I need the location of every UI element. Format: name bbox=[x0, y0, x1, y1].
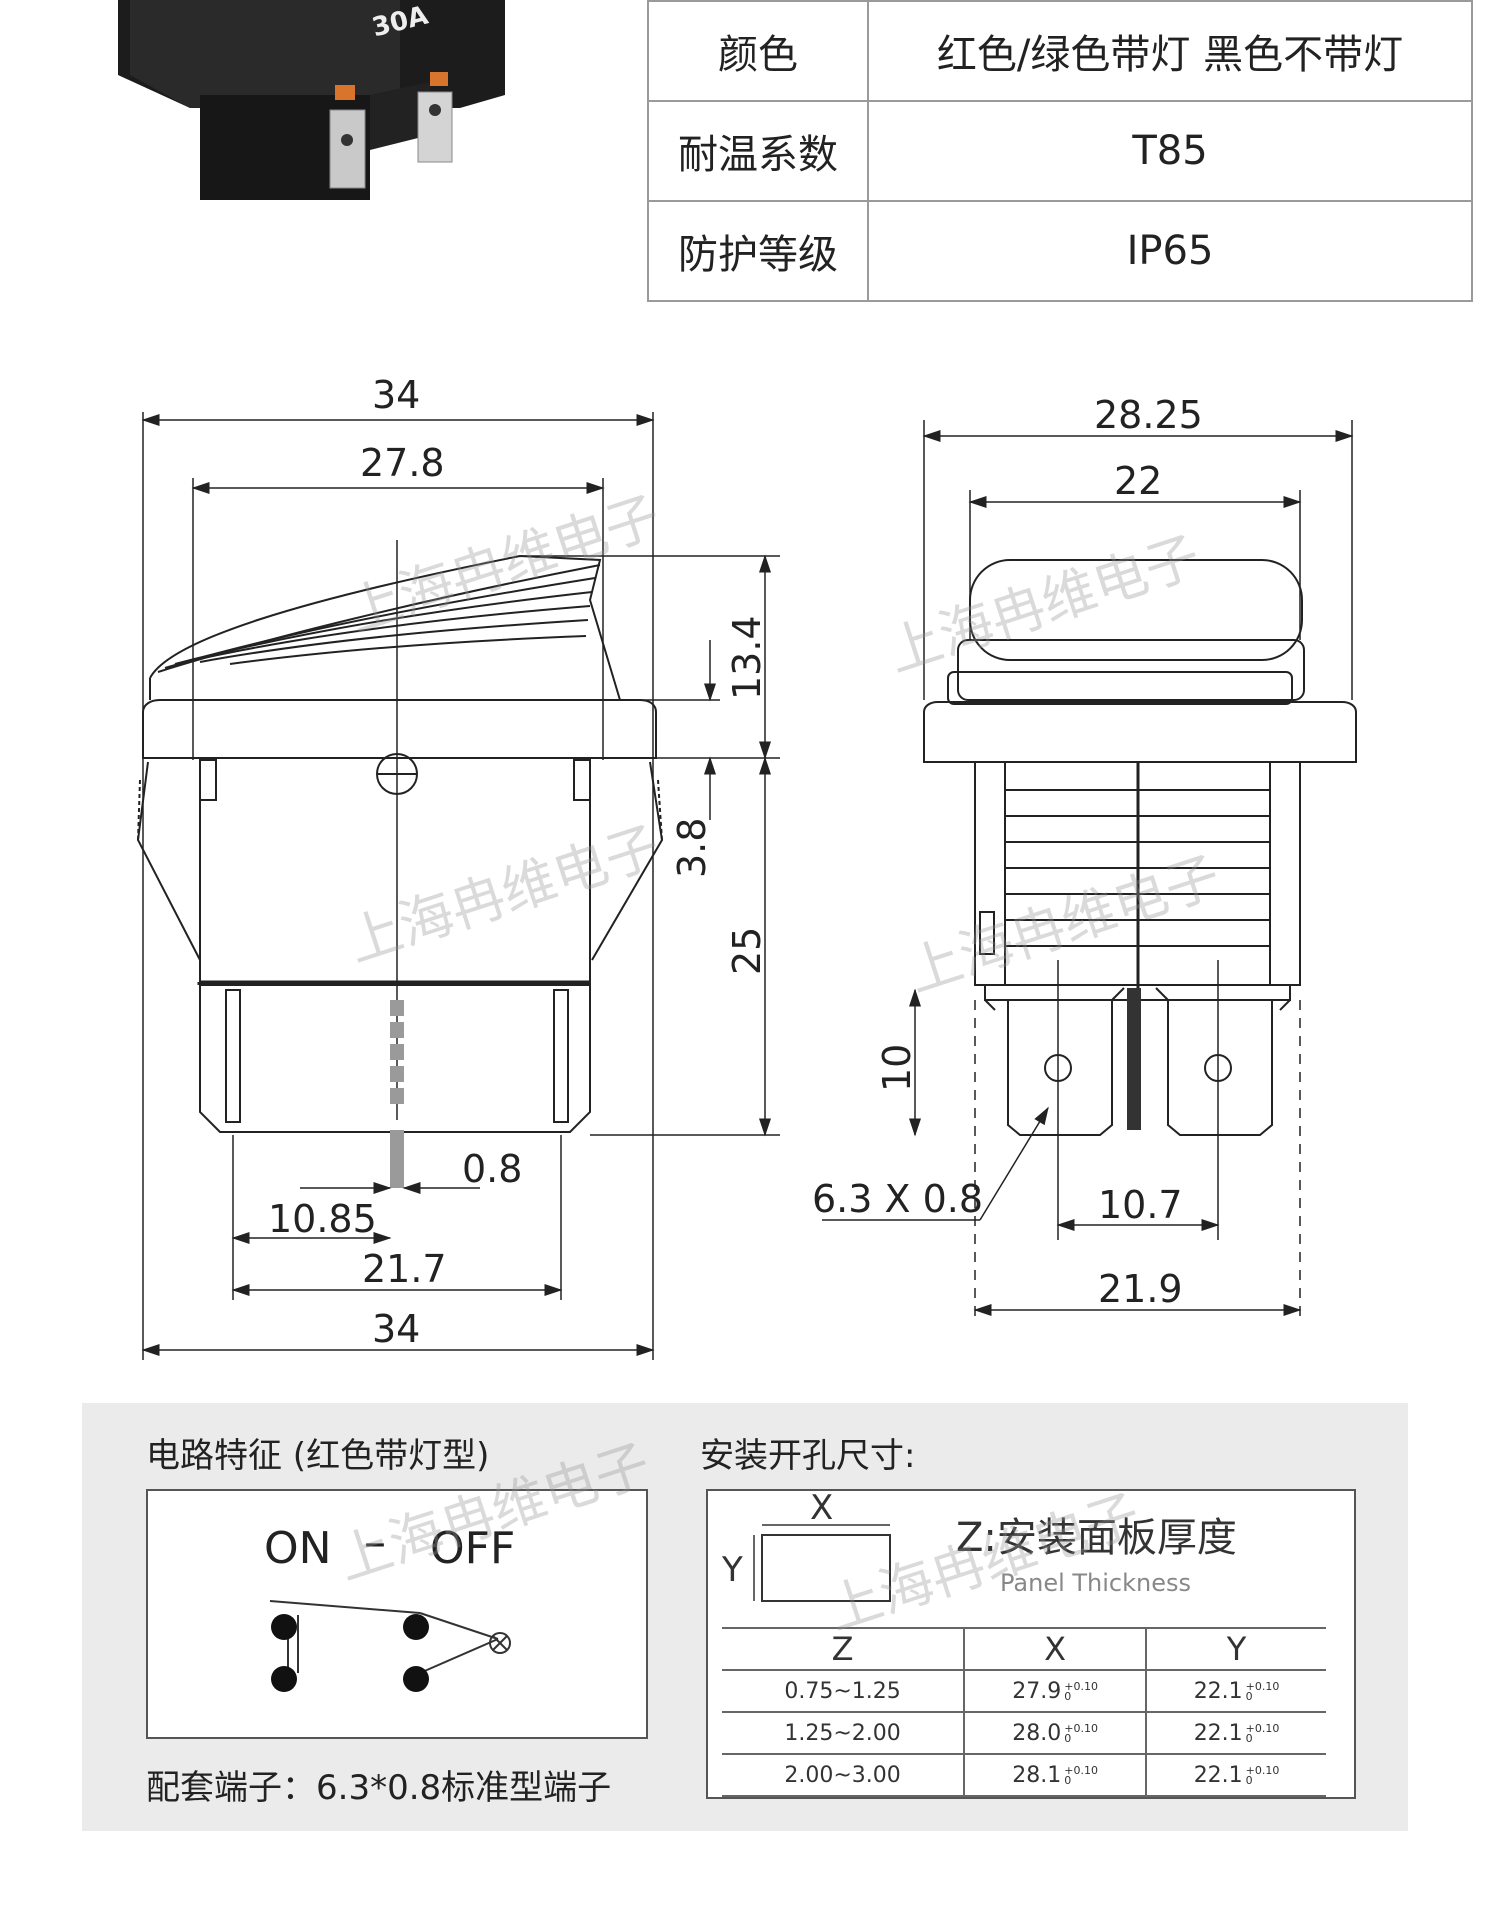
side-view-outline bbox=[923, 559, 1357, 1136]
col-z-header: Z bbox=[722, 1627, 965, 1671]
spec-value: T85 bbox=[867, 100, 1473, 202]
col-y-header: Y bbox=[1145, 1627, 1326, 1671]
spec-label: 防护等级 bbox=[647, 200, 869, 302]
spec-row: 耐温系数 T85 bbox=[647, 100, 1473, 202]
dim-overall-width-bottom: 34 bbox=[372, 1307, 420, 1351]
dim-center-terminal: 0.8 bbox=[462, 1147, 522, 1191]
cutout-sketch: X Y Z:安装面板厚度 Panel Thickness bbox=[721, 1491, 1237, 1602]
spec-row: 防护等级 IP65 bbox=[647, 200, 1473, 302]
product-photo: 30A bbox=[118, 0, 505, 200]
cell-z: 0.75~1.25 bbox=[722, 1670, 965, 1713]
circuit-diagram: ON – OFF bbox=[146, 1489, 648, 1739]
dim-side-rocker-width: 22 bbox=[1114, 459, 1162, 503]
dim-side-overall-width: 28.25 bbox=[1094, 393, 1203, 437]
cutout-header-row: Z X Y bbox=[722, 1627, 1326, 1671]
dim-rocker-height: 13.4 bbox=[725, 615, 769, 700]
front-view-dimension-lines bbox=[141, 412, 780, 1360]
spec-label: 耐温系数 bbox=[647, 100, 869, 202]
circuit-dash: – bbox=[364, 1517, 386, 1568]
cell-z: 1.25~2.00 bbox=[722, 1712, 965, 1755]
cutout-x-label: X bbox=[810, 1491, 833, 1528]
dim-terminal-length: 10 bbox=[875, 1044, 919, 1092]
col-x-header: X bbox=[963, 1627, 1147, 1671]
dim-rocker-width: 27.8 bbox=[360, 441, 445, 485]
switch-symbol bbox=[269, 1600, 511, 1674]
cell-z: 2.00~3.00 bbox=[722, 1754, 965, 1797]
dimension-drawing: 34 27.8 13.4 3.8 25 0.8 10.85 21.7 34 28… bbox=[136, 373, 1357, 1360]
circuit-state-on: ON bbox=[264, 1523, 332, 1574]
front-view-outline bbox=[136, 540, 664, 1188]
terminal-footer: 配套端子：6.3*0.8标准型端子 bbox=[146, 1768, 612, 1808]
side-view-dimension-lines bbox=[822, 420, 1354, 1320]
mounting-heading: 安装开孔尺寸: bbox=[700, 1436, 916, 1476]
dim-body-width: 21.9 bbox=[1098, 1267, 1183, 1311]
spec-value: 红色/绿色带灯 黑色不带灯 bbox=[867, 0, 1473, 102]
dim-half-pitch: 10.85 bbox=[268, 1197, 377, 1241]
dim-overall-width-top: 34 bbox=[372, 373, 420, 417]
spec-row: 颜色 红色/绿色带灯 黑色不带灯 bbox=[647, 0, 1473, 102]
spec-table: 颜色 红色/绿色带灯 黑色不带灯 耐温系数 T85 防护等级 IP65 bbox=[647, 0, 1473, 302]
mounting-cutout-box: X Y Z:安装面板厚度 Panel Thickness Z X Y 0.75~… bbox=[706, 1489, 1356, 1799]
circuit-state-off: OFF bbox=[430, 1523, 515, 1574]
spec-label: 颜色 bbox=[647, 0, 869, 102]
circuit-heading: 电路特征 (红色带灯型) bbox=[146, 1436, 490, 1476]
mounting-title: Z:安装面板厚度 bbox=[956, 1515, 1237, 1561]
front-view-labels: 34 27.8 13.4 3.8 25 0.8 10.85 21.7 34 bbox=[268, 373, 769, 1351]
dim-body-height: 25 bbox=[725, 927, 769, 975]
side-view-labels: 28.25 22 10 6.3 X 0.8 10.7 21.9 bbox=[812, 393, 1203, 1311]
spec-value: IP65 bbox=[867, 200, 1473, 302]
mounting-subtitle: Panel Thickness bbox=[1000, 1569, 1191, 1597]
dim-flange-thickness: 3.8 bbox=[670, 818, 714, 878]
dim-terminal-pitch: 10.7 bbox=[1098, 1183, 1183, 1227]
cutout-y-label: Y bbox=[721, 1550, 743, 1590]
dim-terminal-size: 6.3 X 0.8 bbox=[812, 1177, 983, 1221]
dim-terminal-span: 21.7 bbox=[362, 1247, 447, 1291]
